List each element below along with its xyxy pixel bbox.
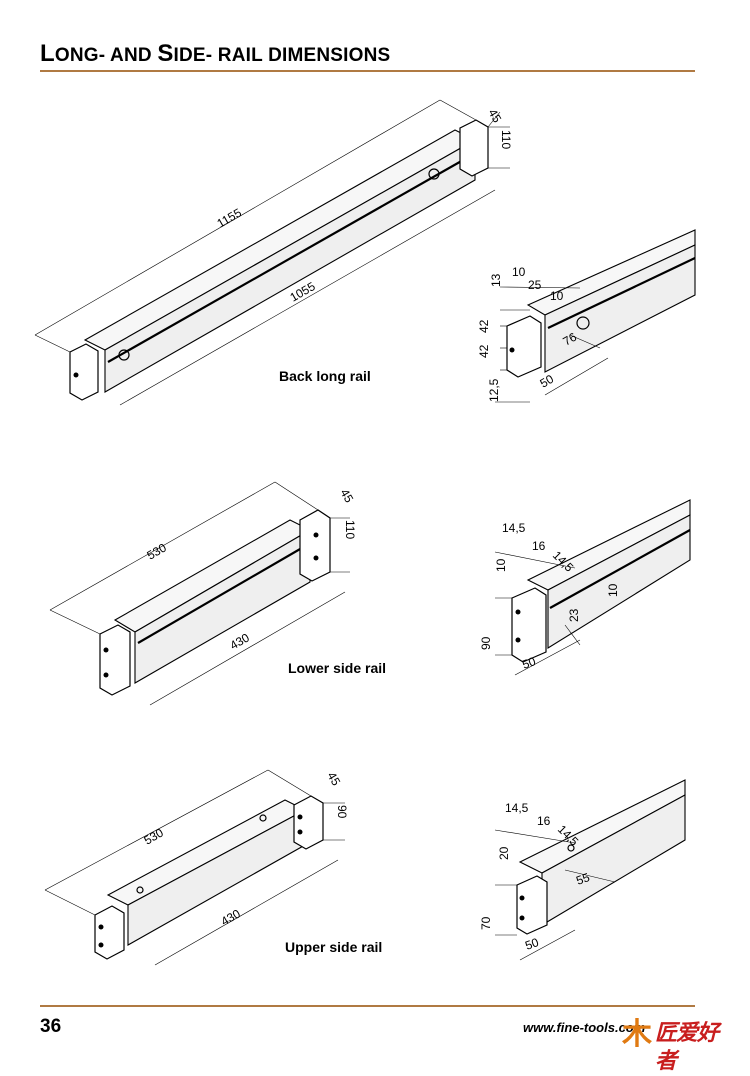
lower-detail-dim-10b: 10 <box>606 583 620 597</box>
upper-side-rail-caption: Upper side rail <box>285 939 382 955</box>
back-detail-dim-50: 50 <box>538 372 557 391</box>
back-long-rail-dim-height: 110 <box>499 130 513 149</box>
lower-side-rail-dim-height: 110 <box>343 520 357 539</box>
upper-detail-dim-14-5a: 14,5 <box>505 801 529 815</box>
lower-detail-dim-23: 23 <box>567 608 581 622</box>
upper-detail-dim-16: 16 <box>537 814 551 828</box>
back-detail-dim-12-5: 12,5 <box>487 378 501 402</box>
back-long-rail-caption: Back long rail <box>279 368 371 384</box>
back-long-rail-detail-drawing <box>495 229 696 403</box>
header-rule <box>40 70 695 72</box>
lower-side-rail-drawing <box>49 481 350 706</box>
lower-detail-dim-16: 16 <box>532 539 546 553</box>
upper-side-rail-dim-total-length: 530 <box>142 825 167 847</box>
footer-rule <box>40 1005 695 1007</box>
upper-detail-dim-55: 55 <box>574 870 592 888</box>
upper-side-rail-dim-body-length: 430 <box>219 906 244 928</box>
upper-side-rail-drawing <box>44 769 345 966</box>
back-long-rail-drawing <box>34 99 510 406</box>
upper-detail-dim-70: 70 <box>479 916 493 930</box>
back-detail-dim-13: 13 <box>489 273 503 287</box>
watermark-logo: 木 匠爱好者 <box>617 1014 727 1075</box>
page-number: 36 <box>40 1016 62 1037</box>
lower-side-rail-caption: Lower side rail <box>288 660 386 676</box>
upper-detail-dim-50: 50 <box>523 935 541 953</box>
lower-side-rail-dim-body-length: 430 <box>228 630 253 652</box>
lower-side-rail-detail-drawing <box>494 499 691 676</box>
lower-detail-dim-50: 50 <box>520 654 538 672</box>
logo-wood-glyph: 木 <box>622 1017 652 1052</box>
lower-side-rail-dim-total-length: 530 <box>145 540 170 562</box>
back-detail-dim-42b: 42 <box>477 344 491 358</box>
upper-side-rail-dim-height: 90 <box>335 805 349 819</box>
logo-brand-text: 匠爱好者 <box>655 1021 719 1074</box>
upper-side-rail-detail-drawing <box>494 779 686 961</box>
back-detail-dim-76: 76 <box>561 330 580 349</box>
upper-detail-dim-20: 20 <box>497 846 511 860</box>
back-detail-dim-42a: 42 <box>477 319 491 333</box>
lower-detail-dim-14-5a: 14,5 <box>502 521 526 535</box>
back-long-rail-dim-width: 45 <box>485 107 504 126</box>
page-title: LONG- AND SIDE- RAIL DIMENSIONS <box>40 40 391 67</box>
footer-url[interactable]: www.fine-tools.com <box>523 1020 646 1035</box>
lower-detail-dim-90: 90 <box>479 636 493 650</box>
back-detail-dim-10b: 10 <box>550 289 564 303</box>
lower-side-rail-dim-width: 45 <box>337 487 356 506</box>
lower-detail-dim-10a: 10 <box>494 558 508 572</box>
upper-side-rail-dim-width: 45 <box>324 770 343 789</box>
back-detail-dim-10a: 10 <box>512 265 526 279</box>
back-long-rail-dim-total-length: 1155 <box>215 205 245 230</box>
back-detail-dim-25: 25 <box>528 278 542 292</box>
